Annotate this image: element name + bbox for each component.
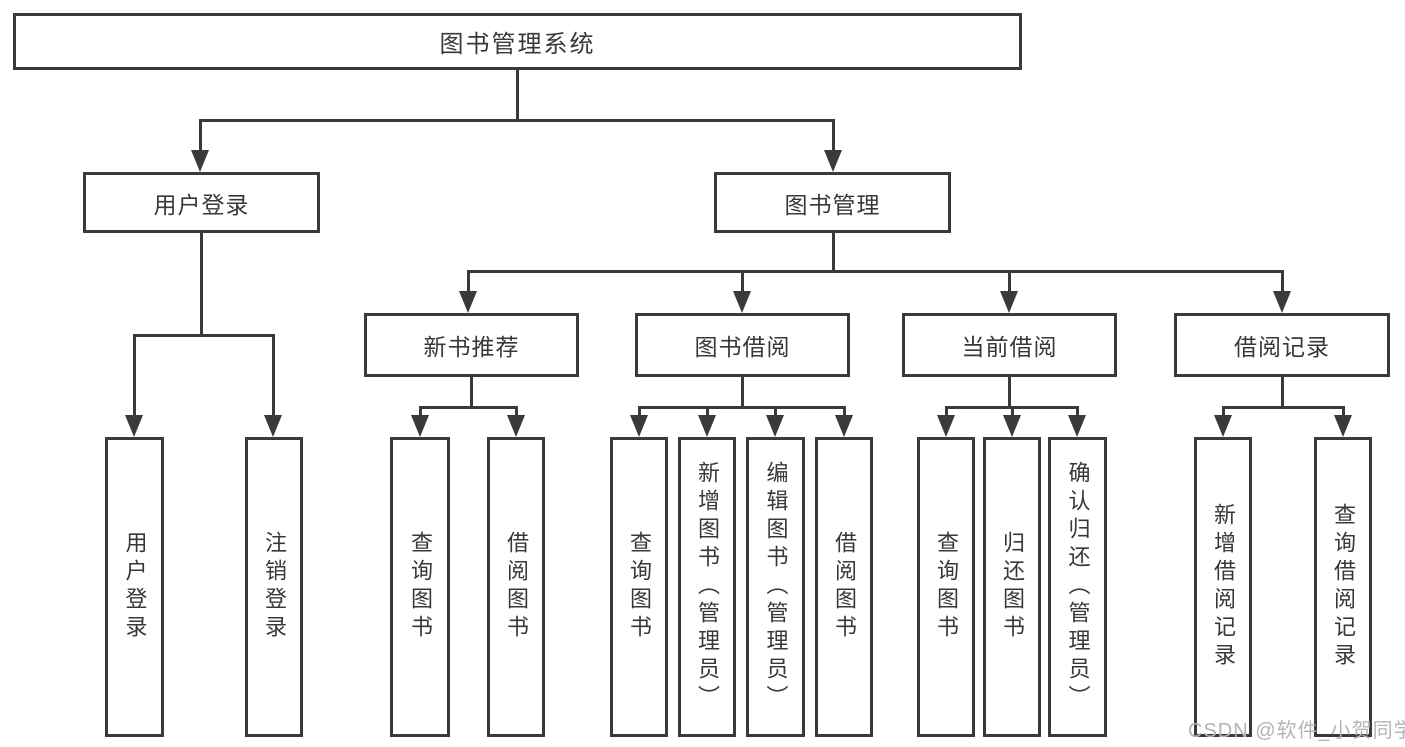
connector-line [466, 269, 1284, 273]
connector-line [466, 271, 470, 295]
leaf-confirm-return-admin-label: 确认归还（管理员） [1065, 461, 1091, 713]
leaf-borrow-books-label: 借阅图书 [832, 531, 857, 643]
leaf-logout: 注销登录 [245, 437, 303, 737]
node-borrow-records: 借阅记录 [1174, 313, 1390, 377]
node-current-borrow: 当前借阅 [902, 313, 1117, 377]
arrowhead-down-icon [264, 415, 282, 437]
connector-line [418, 405, 518, 409]
node-book-borrow: 图书借阅 [635, 313, 850, 377]
connector-line [515, 69, 519, 121]
arrowhead-down-icon [937, 415, 955, 437]
leaf-query-books-current-label: 查询图书 [934, 531, 959, 643]
arrowhead-down-icon [507, 415, 525, 437]
connector-line [1341, 407, 1345, 419]
connector-line [132, 333, 275, 337]
node-user-login: 用户登录 [83, 172, 320, 233]
node-book-borrow-label: 图书借阅 [694, 334, 791, 360]
connector-line [637, 405, 846, 409]
leaf-edit-book-admin: 编辑图书（管理员） [746, 437, 805, 737]
leaf-borrow-books-recommend: 借阅图书 [487, 437, 545, 737]
leaf-query-borrow-record: 查询借阅记录 [1314, 437, 1372, 737]
arrowhead-down-icon [125, 415, 143, 437]
arrowhead-down-icon [1068, 415, 1086, 437]
connector-line [198, 118, 835, 122]
leaf-query-books-current: 查询图书 [917, 437, 975, 737]
connector-line [842, 407, 846, 419]
leaf-query-borrow-record-label: 查询借阅记录 [1331, 503, 1356, 671]
leaf-borrow-books: 借阅图书 [815, 437, 873, 737]
leaf-query-books-recommend-label: 查询图书 [408, 531, 433, 643]
arrowhead-down-icon [766, 415, 784, 437]
leaf-query-books-borrow: 查询图书 [610, 437, 668, 737]
connector-line [514, 407, 518, 419]
connector-line [1221, 407, 1225, 419]
leaf-edit-book-admin-label: 编辑图书（管理员） [763, 461, 789, 713]
node-book-management: 图书管理 [714, 172, 951, 233]
connector-line [1075, 407, 1079, 419]
arrowhead-down-icon [459, 291, 477, 313]
arrowhead-down-icon [1214, 415, 1232, 437]
connector-line [271, 335, 275, 419]
connector-line [1280, 271, 1284, 295]
leaf-user-login-label: 用户登录 [122, 531, 148, 643]
connector-line [1221, 405, 1345, 409]
node-new-book-recommend: 新书推荐 [364, 313, 579, 377]
arrowhead-down-icon [411, 415, 429, 437]
connector-line [773, 407, 777, 419]
arrowhead-down-icon [1334, 415, 1352, 437]
connector-line [1007, 271, 1011, 295]
node-book-management-label: 图书管理 [784, 191, 881, 218]
connector-line [831, 232, 835, 273]
node-root: 图书管理系统 [13, 13, 1022, 70]
node-borrow-records-label: 借阅记录 [1234, 334, 1330, 360]
node-root-label: 图书管理系统 [439, 31, 596, 58]
arrowhead-down-icon [824, 150, 842, 172]
connector-line [418, 407, 422, 419]
leaf-confirm-return-admin: 确认归还（管理员） [1048, 437, 1107, 737]
node-user-login-label: 用户登录 [153, 191, 250, 218]
leaf-add-book-admin: 新增图书（管理员） [678, 437, 736, 737]
connector-line [944, 407, 948, 419]
leaf-query-books-recommend: 查询图书 [390, 437, 450, 737]
connector-line [1280, 376, 1284, 409]
connector-line [740, 376, 744, 409]
arrowhead-down-icon [191, 150, 209, 172]
leaf-return-book: 归还图书 [983, 437, 1041, 737]
connector-line [132, 335, 136, 419]
connector-line [831, 120, 835, 154]
leaf-logout-label: 注销登录 [262, 531, 287, 643]
node-new-book-recommend-label: 新书推荐 [423, 334, 520, 360]
arrowhead-down-icon [835, 415, 853, 437]
connector-line [469, 376, 473, 409]
node-current-borrow-label: 当前借阅 [961, 334, 1058, 360]
leaf-user-login: 用户登录 [105, 437, 164, 737]
leaf-add-book-admin-label: 新增图书（管理员） [695, 461, 720, 713]
connector-line [199, 232, 203, 337]
leaf-query-books-borrow-label: 查询图书 [627, 531, 652, 643]
arrowhead-down-icon [630, 415, 648, 437]
leaf-add-borrow-record: 新增借阅记录 [1194, 437, 1252, 737]
connector-line [198, 120, 202, 154]
arrowhead-down-icon [1000, 291, 1018, 313]
arrowhead-down-icon [698, 415, 716, 437]
connector-line [637, 407, 641, 419]
connector-line [705, 407, 709, 419]
arrowhead-down-icon [1003, 415, 1021, 437]
arrowhead-down-icon [733, 291, 751, 313]
watermark: CSDN @软件_小贺同学 [1188, 720, 1405, 742]
leaf-return-book-label: 归还图书 [1000, 531, 1025, 643]
arrowhead-down-icon [1273, 291, 1291, 313]
connector-line [740, 271, 744, 295]
connector-line [1007, 376, 1011, 409]
leaf-borrow-books-recommend-label: 借阅图书 [504, 531, 529, 643]
connector-line [1010, 407, 1014, 419]
leaf-add-borrow-record-label: 新增借阅记录 [1211, 503, 1236, 671]
